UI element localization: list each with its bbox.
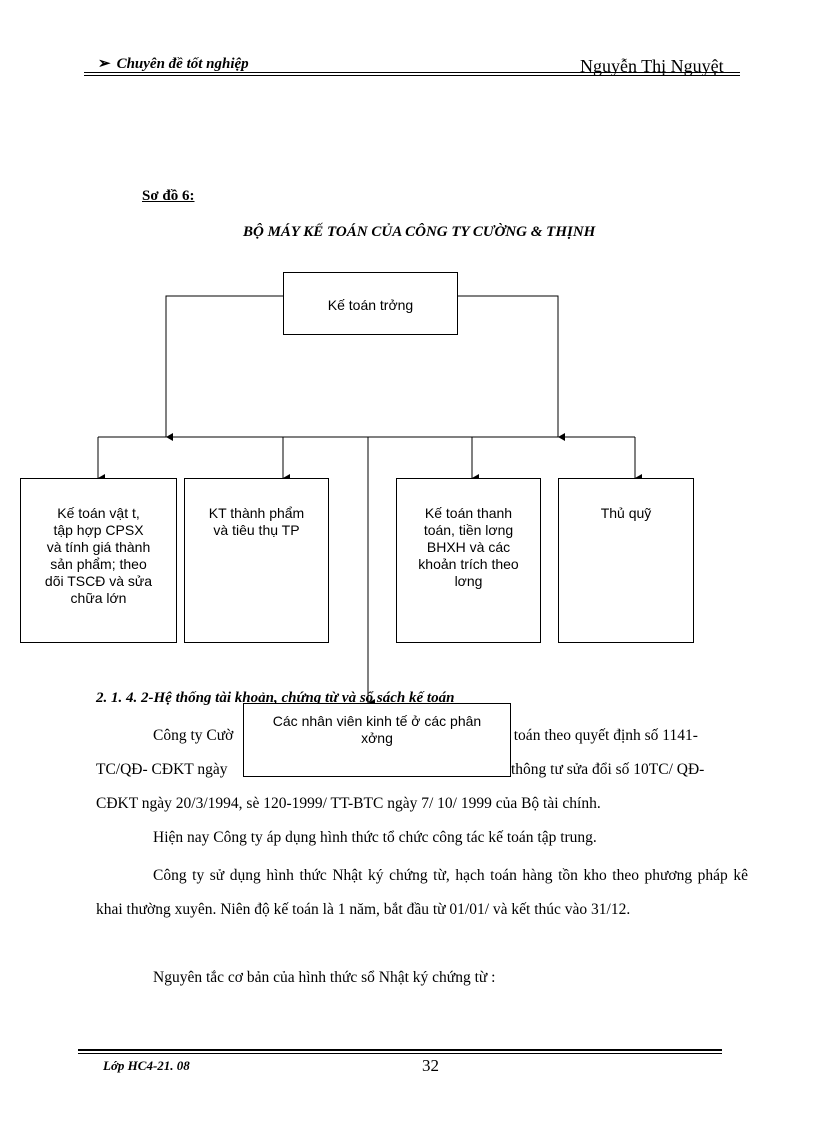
box-payment-accounting: Kế toán thanh toán, tiền lơng BHXH và cá… — [396, 478, 541, 643]
header-author: Nguyễn Thị Nguyệt — [580, 56, 724, 76]
footer-rule-top — [78, 1049, 722, 1051]
paragraph-4: Nguyên tắc cơ bản của hình thức sổ Nhật … — [153, 969, 496, 986]
footer-class-label: Lớp HC4-21. 08 — [103, 1058, 190, 1073]
box-line: xởng — [361, 730, 393, 746]
box-chief-accountant-label: Kế toán trởng — [327, 297, 414, 313]
diagram-label: Sơ đồ 6: — [142, 188, 195, 204]
header-rule-bottom — [84, 75, 740, 76]
page-number: 32 — [422, 1056, 439, 1075]
diagram-title: BỘ MÁY KẾ TOÁN CỦA CÔNG TY CƯỜNG & THỊNH — [243, 224, 596, 240]
box-line: chữa lớn — [70, 590, 127, 606]
box-line: Kế toán thanh — [424, 505, 513, 521]
header-left: ➢ Chuyên đề tốt nghiệp — [98, 54, 249, 73]
p1-line1-start: Công ty Cườ — [153, 727, 234, 744]
box-treasurer: Thủ quỹ — [558, 478, 694, 643]
p1-line2-end: thông tư sửa đổi số 10TC/ QĐ- — [511, 761, 705, 778]
box-line: lơng — [454, 573, 483, 589]
header-left-text: Chuyên đề tốt nghiệp — [116, 56, 249, 72]
box-line: tập hợp CPSX — [53, 522, 144, 538]
box-line: Kế toán vật t, — [57, 505, 140, 521]
connector-top-left — [165, 295, 283, 441]
header-rule-top — [84, 72, 740, 73]
box-line: KT thành phẩm — [208, 505, 305, 521]
box-line: BHXH và các — [426, 539, 511, 555]
box-workshop-staff: Các nhân viên kinh tế ở các phân xởng — [243, 703, 511, 777]
footer-rule-bottom — [78, 1053, 722, 1054]
connector-top-right — [458, 295, 565, 441]
p1-line3: CĐKT ngày 20/3/1994, sè 120-1999/ TT-BTC… — [96, 795, 601, 812]
box-line: khoản trích theo — [418, 556, 519, 572]
paragraph-3: Công ty sử dụng hình thức Nhật ký chứng … — [96, 867, 748, 918]
box-materials-accounting: Kế toán vật t, tập hợp CPSX và tính giá … — [20, 478, 177, 643]
p1-line1-end: ế toán theo quyết định số 1141- — [503, 727, 698, 744]
arrow-bullet-icon: ➢ — [98, 56, 111, 72]
paragraph-1-line-1: Công ty Cườ — [96, 719, 748, 753]
box-line: và tính giá thành — [46, 539, 151, 555]
section-heading: 2. 1. 4. 2-Hệ thống tài khoản, chứng từ … — [96, 690, 455, 706]
paragraph-2: Hiện nay Công ty áp dụng hình thức tổ ch… — [153, 829, 597, 846]
box-chief-accountant: Kế toán trởng — [283, 272, 458, 335]
box-line: và tiêu thụ TP — [213, 522, 300, 538]
box-line: Thủ quỹ — [600, 505, 652, 521]
box-line: dõi TSCĐ và sửa — [44, 573, 153, 589]
box-line: Các nhân viên kinh tế ở các phân — [272, 713, 482, 729]
box-line: sản phẩm; theo — [50, 556, 147, 572]
box-finished-goods: KT thành phẩm và tiêu thụ TP — [184, 478, 329, 643]
box-line: toán, tiền lơng — [423, 522, 514, 538]
p1-line2-start: TC/QĐ- CĐKT ngày — [96, 761, 228, 778]
